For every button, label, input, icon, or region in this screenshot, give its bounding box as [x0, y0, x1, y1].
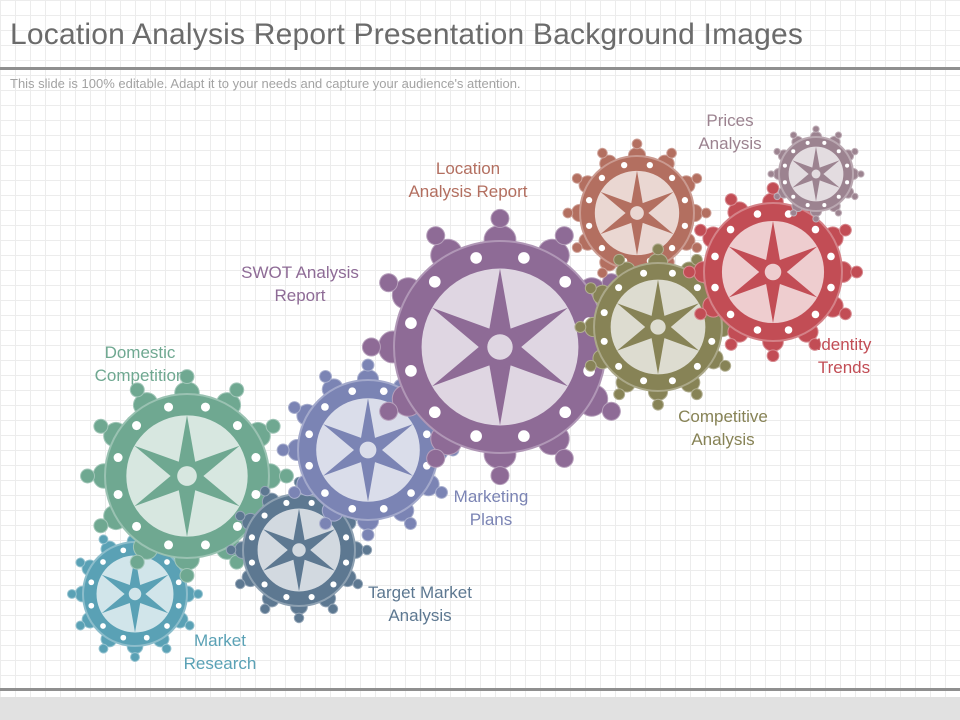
gear-domestic-competition: [80, 369, 294, 583]
label-target-market-analysis: Target Market Analysis: [368, 583, 472, 625]
title-divider: [0, 67, 960, 70]
footer-band: [0, 697, 960, 720]
gear-market-research: [67, 526, 203, 662]
label-domestic-competition: Domestic Competition: [94, 343, 186, 385]
label-market-research: Market Research: [183, 631, 257, 673]
gear-location-analysis-report: [562, 138, 712, 288]
label-identity-trends: Identity Trends: [816, 335, 872, 377]
gear-identity-trends: [682, 181, 864, 363]
gear-competitive-analysis: [574, 243, 742, 411]
gear-prices-analysis: [767, 125, 865, 223]
footer-divider: [0, 688, 960, 691]
gear-swot-analysis-report: [361, 208, 639, 486]
label-location-analysis-report: Location Analysis Report: [408, 159, 528, 201]
label-competitive-analysis: Competitive Analysis: [678, 407, 768, 449]
label-swot-analysis-report: SWOT Analysis Report: [241, 263, 359, 305]
slide-subtitle: This slide is 100% editable. Adapt it to…: [10, 76, 521, 91]
label-prices-analysis: Prices Analysis: [698, 111, 762, 153]
slide-title: Location Analysis Report Presentation Ba…: [10, 18, 804, 51]
label-marketing-plans: Marketing Plans: [453, 487, 529, 529]
